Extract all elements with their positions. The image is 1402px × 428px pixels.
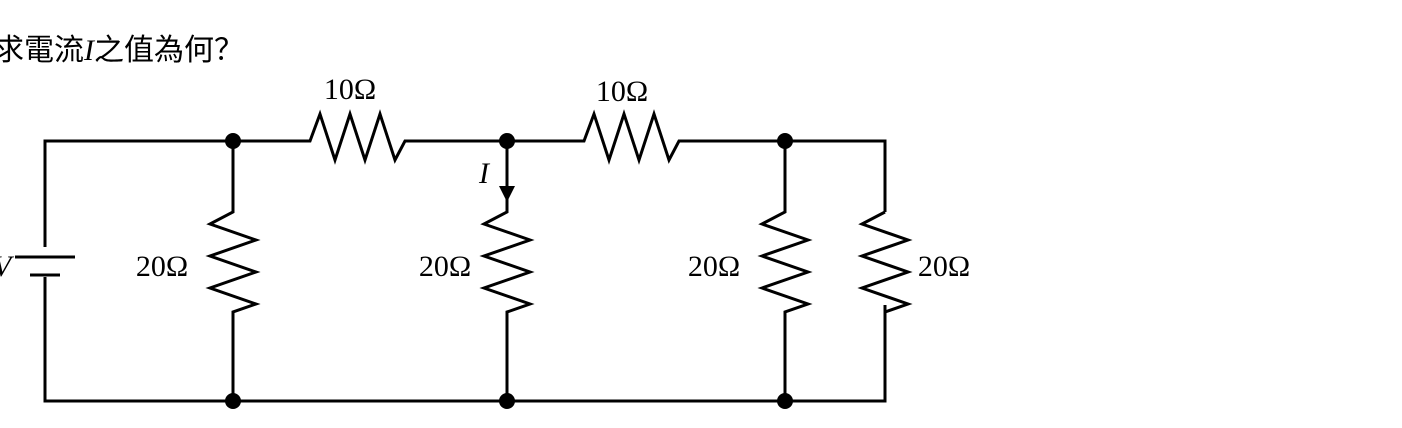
current-label: I <box>478 157 491 190</box>
shunt-resistor-2 <box>479 141 535 401</box>
wire-bottom-right <box>785 305 887 403</box>
shunt-resistor-3-label: 20Ω <box>688 250 740 283</box>
wire-source-bottom <box>43 277 233 403</box>
junction-node <box>777 133 793 149</box>
question-suffix: 之值為何？ <box>94 33 244 68</box>
shunt-resistor-4 <box>857 210 913 315</box>
series-resistor-1 <box>233 109 507 165</box>
junction-node <box>225 393 241 409</box>
source-label: V <box>0 250 15 283</box>
shunt-resistor-1-label: 20Ω <box>136 250 188 283</box>
wire-source-top <box>43 139 233 247</box>
junction-node <box>499 133 515 149</box>
shunt-resistor-2-label: 20Ω <box>419 250 471 283</box>
current-arrow-icon <box>499 186 515 202</box>
question-variable: I <box>84 34 94 67</box>
wire-top-right <box>785 139 887 212</box>
shunt-resistor-3 <box>757 141 813 401</box>
series-resistor-2-label: 10Ω <box>596 75 648 108</box>
series-resistor-1-label: 10Ω <box>324 73 376 106</box>
junction-node <box>225 133 241 149</box>
question-text: 求電流I之值為何？ <box>0 36 244 66</box>
junction-node <box>499 393 515 409</box>
shunt-resistor-1 <box>205 141 261 401</box>
junction-node <box>777 393 793 409</box>
series-resistor-2 <box>507 109 785 165</box>
shunt-resistor-4-label: 20Ω <box>918 250 970 283</box>
question-prefix: 求電流 <box>0 33 84 68</box>
